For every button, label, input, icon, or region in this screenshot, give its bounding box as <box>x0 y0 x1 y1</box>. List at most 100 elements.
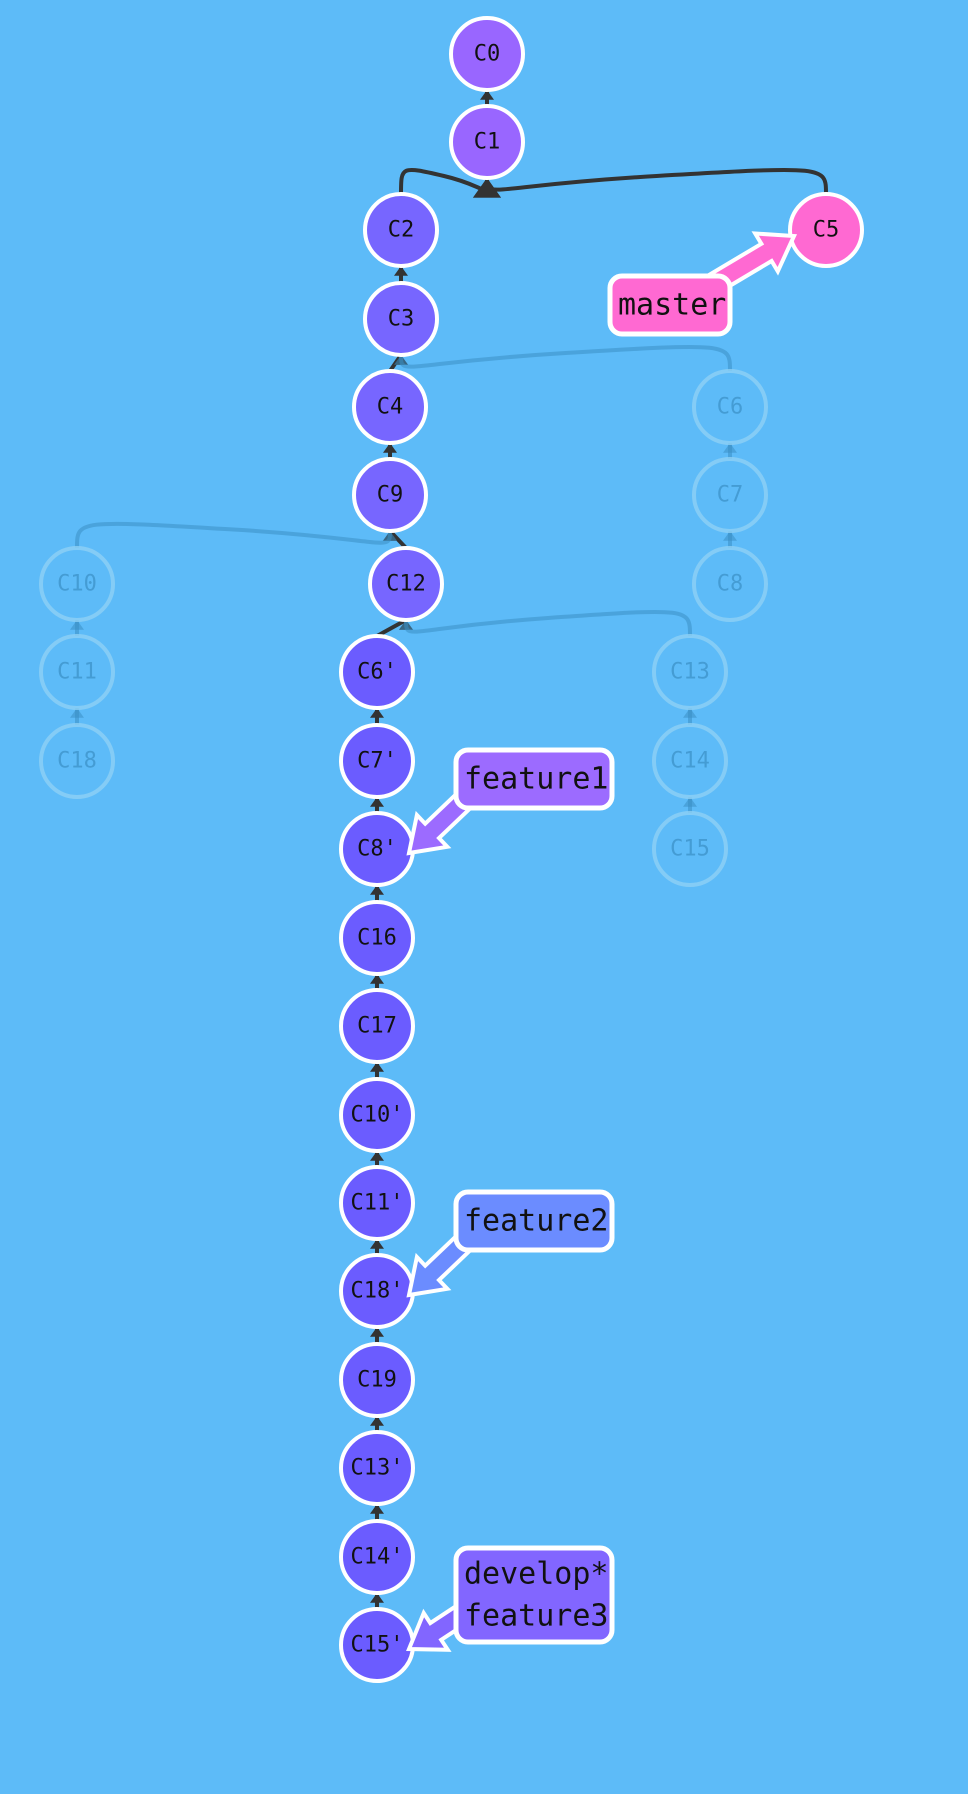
edges-layer <box>70 90 828 1609</box>
commit-c10[interactable]: C10 <box>39 546 115 622</box>
commit-circle[interactable] <box>339 1519 415 1595</box>
commit-label: C16 <box>357 926 397 951</box>
commit-circle[interactable] <box>352 457 428 533</box>
commit-c5[interactable]: C5 <box>788 192 864 268</box>
commit-circle[interactable] <box>339 723 415 799</box>
commit-circle[interactable] <box>449 104 525 180</box>
branch-label-box[interactable] <box>453 1545 615 1645</box>
arrowhead-c5-c1 <box>473 178 501 198</box>
commit-c9[interactable]: C9 <box>352 457 428 533</box>
edge-c6p-c12 <box>376 618 407 638</box>
commit-label: C5 <box>813 218 840 243</box>
commit-c11p[interactable]: C11' <box>339 1165 415 1241</box>
arrowhead-c11p-c10p <box>370 1151 384 1161</box>
branches-layer: master feature1 feature2 develop*feature3 <box>406 231 798 1652</box>
commit-c17[interactable]: C17 <box>339 988 415 1064</box>
commit-circle[interactable] <box>652 811 728 887</box>
commit-c6p[interactable]: C6' <box>339 634 415 710</box>
commit-circle[interactable] <box>363 281 439 357</box>
commit-c7p[interactable]: C7' <box>339 723 415 799</box>
commit-circle[interactable] <box>39 723 115 799</box>
branch-label-box[interactable] <box>453 747 615 811</box>
commit-label: C2 <box>388 218 415 243</box>
branch-label-text: feature1 <box>464 762 609 797</box>
branch-label-text: feature2 <box>464 1204 609 1239</box>
branch-master[interactable]: master <box>607 231 798 337</box>
arrowhead-c18-c11 <box>70 708 84 718</box>
commit-circle[interactable] <box>39 546 115 622</box>
commit-circle[interactable] <box>339 1077 415 1153</box>
commit-circle[interactable] <box>339 1430 415 1506</box>
commit-label: C3 <box>388 307 415 332</box>
commit-c12[interactable]: C12 <box>368 546 444 622</box>
commit-c6[interactable]: C6 <box>692 369 768 445</box>
commit-c15[interactable]: C15 <box>652 811 728 887</box>
commit-circle[interactable] <box>339 900 415 976</box>
arrowhead-c9-c4 <box>383 443 397 453</box>
commit-c18[interactable]: C18 <box>39 723 115 799</box>
commit-circle[interactable] <box>339 634 415 710</box>
branch-feature2[interactable]: feature2 <box>406 1189 615 1298</box>
arrowhead-c1-c0 <box>480 90 494 100</box>
commit-c4[interactable]: C4 <box>352 369 428 445</box>
edge-c5-c1 <box>485 167 828 195</box>
commit-circle[interactable] <box>39 634 115 710</box>
commit-c14p[interactable]: C14' <box>339 1519 415 1595</box>
commit-circle[interactable] <box>692 457 768 533</box>
commit-circle[interactable] <box>339 988 415 1064</box>
commit-c16[interactable]: C16 <box>339 900 415 976</box>
branch-label-text: feature3 <box>464 1599 609 1634</box>
commit-c13[interactable]: C13 <box>652 634 728 710</box>
arrowhead-c14-c13 <box>683 708 697 718</box>
arrowhead-c11-c10 <box>70 620 84 630</box>
commit-label: C6 <box>717 395 744 420</box>
edge-c10-c9 <box>75 521 392 549</box>
commit-circle[interactable] <box>352 369 428 445</box>
commit-label: C17 <box>357 1014 397 1039</box>
arrowhead-c14p-c13p <box>370 1504 384 1514</box>
commit-label: C15 <box>670 837 710 862</box>
commit-c8p[interactable]: C8' <box>339 811 415 887</box>
commit-circle[interactable] <box>449 16 525 92</box>
commit-c19[interactable]: C19 <box>339 1342 415 1418</box>
commit-label: C15' <box>351 1633 404 1658</box>
commit-label: C4 <box>377 395 404 420</box>
commit-circle[interactable] <box>692 369 768 445</box>
commit-label: C12 <box>386 572 426 597</box>
commit-c3[interactable]: C3 <box>363 281 439 357</box>
edge-c12-c9 <box>388 529 408 550</box>
commit-c7[interactable]: C7 <box>692 457 768 533</box>
branch-feature1[interactable]: feature1 <box>406 747 615 856</box>
commit-c13p[interactable]: C13' <box>339 1430 415 1506</box>
commit-c2[interactable]: C2 <box>363 192 439 268</box>
commit-circle[interactable] <box>652 723 728 799</box>
commit-c15p[interactable]: C15' <box>339 1607 415 1683</box>
commit-c8[interactable]: C8 <box>692 546 768 622</box>
arrowhead-c6-c3 <box>394 355 408 365</box>
arrowhead-c15-c14 <box>683 797 697 807</box>
commit-c0[interactable]: C0 <box>449 16 525 92</box>
commit-circle[interactable] <box>368 546 444 622</box>
commit-circle[interactable] <box>339 1342 415 1418</box>
branch-develop[interactable]: develop*feature3 <box>406 1545 615 1652</box>
arrowhead-c8p-c7p <box>370 797 384 807</box>
branch-label-text: master <box>618 288 726 323</box>
commit-c11[interactable]: C11 <box>39 634 115 710</box>
commit-c1[interactable]: C1 <box>449 104 525 180</box>
commit-circle[interactable] <box>339 1165 415 1241</box>
commit-circle[interactable] <box>788 192 864 268</box>
commit-label: C1 <box>474 130 501 155</box>
arrowhead-c8-c7 <box>723 531 737 541</box>
branch-label-box[interactable] <box>453 1189 615 1253</box>
commit-c18p[interactable]: C18' <box>339 1253 415 1329</box>
commit-label: C13' <box>351 1456 404 1481</box>
commit-c14[interactable]: C14 <box>652 723 728 799</box>
commit-circle[interactable] <box>652 634 728 710</box>
commit-circle[interactable] <box>363 192 439 268</box>
commit-c10p[interactable]: C10' <box>339 1077 415 1153</box>
branch-label-box[interactable] <box>607 273 733 337</box>
commit-label: C18 <box>57 749 97 774</box>
arrowhead-c7p-c6p <box>370 708 384 718</box>
commit-circle[interactable] <box>692 546 768 622</box>
